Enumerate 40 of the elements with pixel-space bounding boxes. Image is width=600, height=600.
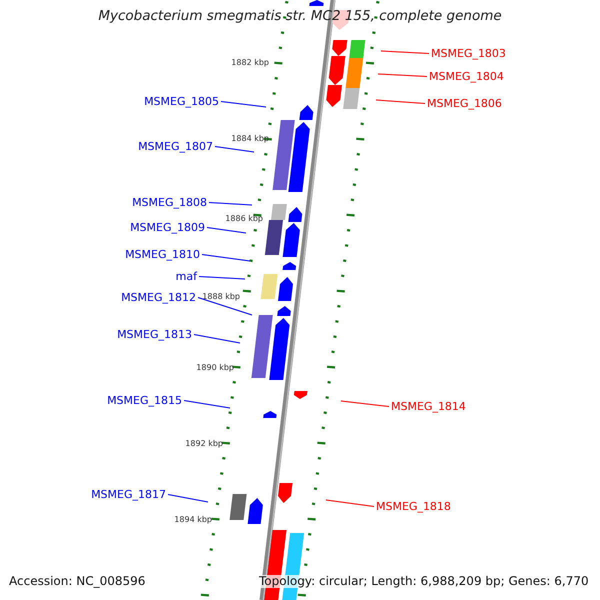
leader-line xyxy=(376,100,426,104)
gene-label: MSMEG_1813 xyxy=(117,328,192,341)
gene-label: MSMEG_1809 xyxy=(130,221,205,234)
leader-line xyxy=(380,50,430,54)
gene-label: MSMEG_1806 xyxy=(427,97,502,110)
gene-label: MSMEG_1818 xyxy=(376,500,451,513)
gene-label: MSMEG_1805 xyxy=(144,95,219,108)
position-label: 1890 kbp xyxy=(196,363,234,372)
leader-line xyxy=(184,400,230,408)
gene-label: MSMEG_1812 xyxy=(121,291,196,304)
gene-label: MSMEG_1810 xyxy=(125,248,200,261)
position-label: 1882 kbp xyxy=(231,58,269,67)
leader-line xyxy=(378,74,428,77)
position-label: 1888 kbp xyxy=(202,292,240,301)
gene-label: maf xyxy=(176,270,197,283)
leader-line xyxy=(206,227,246,234)
gene-label: MSMEG_1814 xyxy=(391,400,466,413)
leader-line xyxy=(202,254,250,262)
position-label: 1884 kbp xyxy=(231,134,269,143)
leader-line xyxy=(198,297,252,316)
title: Mycobacterium smegmatis str. MC2 155, complete genome xyxy=(97,10,503,23)
accession-text: Accession: NC_008596 xyxy=(9,575,146,588)
gene-label: MSMEG_1815 xyxy=(107,394,182,407)
leader-line xyxy=(194,334,240,344)
gene-label: MSMEG_1803 xyxy=(431,47,506,60)
gene-label: MSMEG_1807 xyxy=(138,140,213,153)
leader-line xyxy=(214,146,254,152)
leader-line xyxy=(340,400,390,407)
genome-info-text: Topology: circular; Length: 6,988,209 bp; Genes: 6,770 xyxy=(259,575,589,588)
leader-line xyxy=(208,202,252,206)
position-label: 1886 kbp xyxy=(225,214,263,223)
position-label: 1892 kbp xyxy=(185,439,223,448)
leader-line xyxy=(326,500,374,507)
gene-label: MSMEG_1808 xyxy=(132,196,207,209)
gene-label: MSMEG_1804 xyxy=(429,70,504,83)
leader-line xyxy=(168,494,208,502)
leader-line xyxy=(220,101,266,108)
leader-line xyxy=(198,276,246,280)
gene-label: MSMEG_1817 xyxy=(91,488,166,501)
position-label: 1894 kbp xyxy=(174,515,212,524)
